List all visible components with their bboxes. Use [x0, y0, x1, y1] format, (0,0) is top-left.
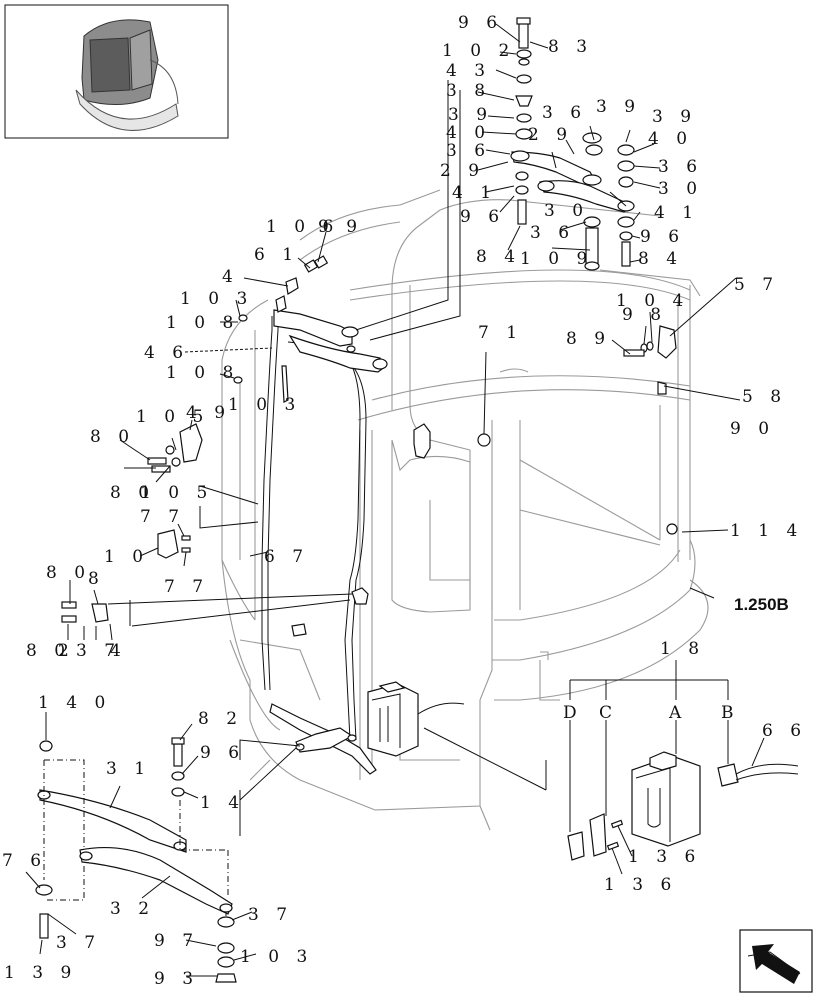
callout-96-right: 9 6 [640, 227, 685, 247]
callout-93: 9 3 [154, 969, 199, 989]
callout-77-a: 7 7 [140, 507, 185, 527]
callout-109: 1 0 9 [520, 249, 593, 269]
callout-98: 9 8 [622, 305, 667, 325]
callout-41-left: 4 1 [452, 183, 497, 203]
callout-36-mid2: 3 6 [530, 223, 575, 243]
cab-frame [221, 189, 709, 831]
label-D: D [563, 703, 583, 723]
callout-96-left: 9 6 [460, 207, 505, 227]
callout-10: 1 0 [104, 547, 149, 567]
callout-103-c: 1 0 3 [240, 947, 313, 967]
callout-105-a: 1 0 5 [136, 407, 209, 427]
thumbnail-inset [4, 4, 229, 139]
callout-61: 6 1 [254, 245, 299, 265]
leader-lines [25, 23, 765, 977]
callout-139: 1 3 9 [4, 963, 77, 983]
callout-105-b: 1 0 5 [140, 483, 213, 503]
callout-96-bottom: 9 6 [200, 743, 245, 763]
callout-97: 9 7 [154, 931, 199, 951]
callout-41-right: 4 1 [654, 203, 699, 223]
callout-39-right: 3 9 [652, 107, 697, 127]
callout-114: 1 1 4 [730, 521, 803, 541]
callout-32: 3 2 [110, 899, 155, 919]
callout-39-mid: 3 9 [596, 97, 641, 117]
callout-30-mid: 3 0 [544, 201, 589, 221]
callout-39-left: 3 9 [448, 105, 493, 125]
callout-66: 6 6 [762, 721, 807, 741]
callout-80-a: 8 0 [90, 427, 135, 447]
callout-37-c: 3 7 [56, 933, 101, 953]
callout-76: 7 6 [2, 851, 47, 871]
callout-29-mid: 2 9 [528, 125, 573, 145]
callout-80-b: 8 0 [110, 483, 155, 503]
callout-36-left: 3 6 [446, 141, 491, 161]
callout-106: 1 0 6 [266, 217, 339, 237]
callout-83: 8 3 [548, 37, 593, 57]
reference-arrow-icon [739, 929, 813, 993]
callout-67: 6 7 [264, 547, 309, 567]
callout-46: 4 6 [144, 343, 189, 363]
wiper-tube-assembly [261, 277, 431, 775]
callout-37-b: 3 7 [248, 905, 293, 925]
callout-40-left: 4 0 [446, 123, 491, 143]
callout-31: 3 1 [106, 759, 151, 779]
reference-label: 1.250B [734, 595, 789, 614]
callout-89: 8 9 [566, 329, 611, 349]
label-A: A [668, 703, 687, 723]
callout-labels: 9 6 8 3 1 0 2 4 3 3 8 3 9 4 0 3 6 2 9 4 … [2, 13, 807, 989]
callout-29-left: 2 9 [440, 161, 485, 181]
pivot-linkage-parts [233, 17, 678, 535]
washer-reservoir-detail [567, 751, 799, 861]
callout-90: 9 0 [730, 419, 775, 439]
callout-43: 4 3 [446, 61, 491, 81]
callout-36-right: 3 6 [658, 157, 703, 177]
callout-30-right: 3 0 [658, 179, 703, 199]
callout-136-a: 1 3 6 [628, 847, 701, 867]
callout-8: 8 [88, 569, 105, 589]
callout-49: 4 9 [186, 403, 231, 423]
callout-82: 8 2 [198, 709, 243, 729]
callout-80-c: 8 0 [46, 563, 91, 583]
callout-96: 9 6 [458, 13, 503, 33]
callout-4-b: 4 [110, 641, 127, 661]
callout-40-right: 4 0 [648, 129, 693, 149]
callout-80-d: 8 0 [26, 641, 71, 661]
callout-14: 1 4 [200, 793, 245, 813]
crossbar-assembly [35, 737, 237, 983]
callout-57: 5 7 [734, 275, 779, 295]
label-B: B [721, 703, 740, 723]
left-bracket-parts [61, 423, 203, 623]
callout-84-left: 8 4 [476, 247, 521, 267]
callout-38: 3 8 [446, 81, 491, 101]
callout-2: 2 [58, 641, 75, 661]
callout-36-mid: 3 6 [542, 103, 587, 123]
callout-84-right: 8 4 [638, 249, 683, 269]
washer-reservoir-installed [367, 681, 465, 757]
callout-77-b: 7 7 [164, 577, 209, 597]
callout-37-a: 3 7 [76, 641, 121, 661]
callout-58: 5 8 [742, 387, 787, 407]
callout-108-b: 1 0 8 [166, 363, 239, 383]
callout-108-a: 1 0 8 [166, 313, 239, 333]
callout-140: 1 4 0 [38, 693, 111, 713]
label-C: C [599, 703, 618, 723]
callout-99: 9 9 [318, 217, 363, 237]
cab-thumbnail-icon [75, 19, 179, 131]
callout-102: 1 0 2 [442, 41, 515, 61]
callout-136-b: 1 3 6 [604, 875, 677, 895]
callout-103-a: 1 0 3 [180, 289, 253, 309]
callout-71: 7 1 [478, 323, 523, 343]
callout-103-b: 1 0 3 [228, 395, 301, 415]
callout-104: 1 0 4 [616, 291, 689, 311]
callout-18: 1 8 [660, 639, 705, 659]
callout-4-top: 4 [222, 267, 239, 287]
